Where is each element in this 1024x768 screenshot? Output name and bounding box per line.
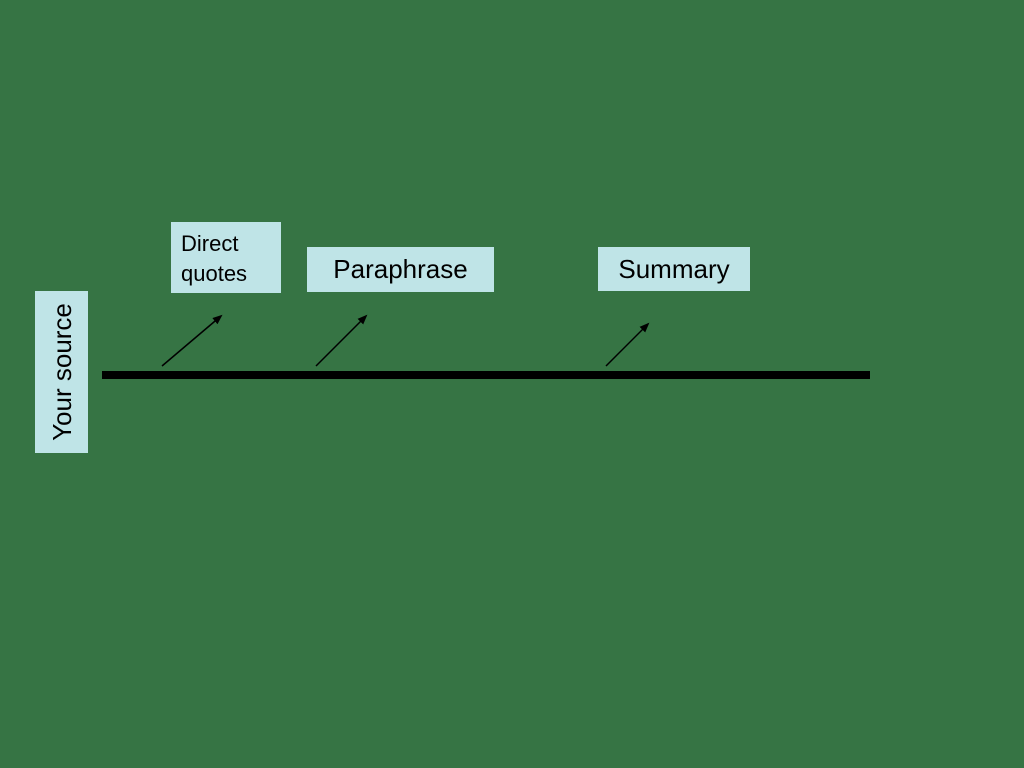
paraphrase-label: Paraphrase xyxy=(333,254,468,284)
direct-quotes-label-line-1: Direct xyxy=(181,231,239,256)
direct-quotes-box: Direct quotes xyxy=(171,222,281,293)
your-source-box: Your source xyxy=(35,291,88,453)
arrow-to-direct-quotes xyxy=(161,314,223,367)
arrow-to-summary xyxy=(605,322,650,367)
your-source-label: Your source xyxy=(46,303,77,441)
summary-box: Summary xyxy=(598,247,750,291)
summary-label: Summary xyxy=(618,254,730,284)
paraphrase-box: Paraphrase xyxy=(307,247,494,292)
direct-quotes-label-line-2: quotes xyxy=(181,261,248,286)
arrow-to-paraphrase xyxy=(315,314,368,367)
